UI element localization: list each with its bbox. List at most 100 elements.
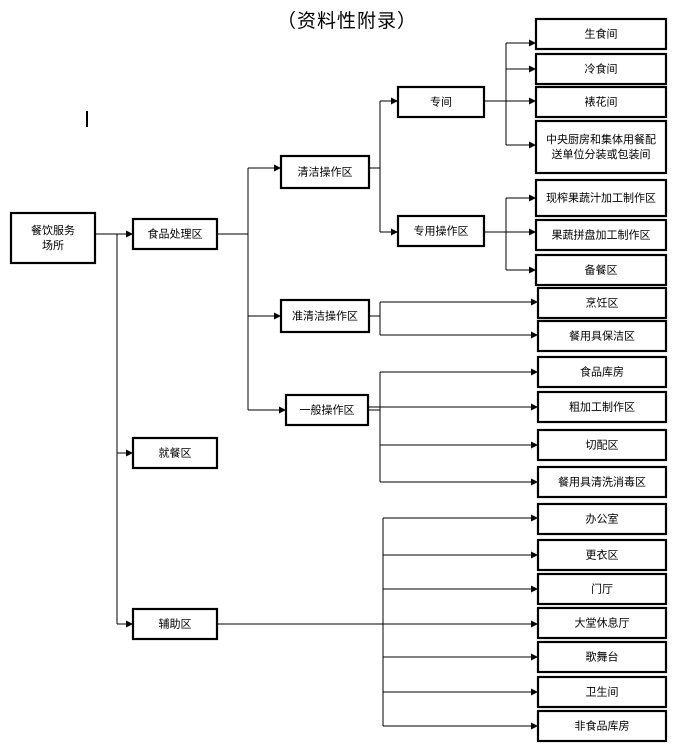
node-box	[279, 154, 371, 190]
node-box	[536, 538, 668, 572]
connector-general-op-arrowhead	[279, 406, 286, 414]
node-box	[536, 355, 668, 389]
connector-prep-area-arrowhead	[529, 266, 536, 274]
node-box	[396, 85, 486, 119]
node-label: 餐用具清洗消毒区	[558, 475, 646, 489]
connector-food-storage-arrowhead	[531, 368, 538, 376]
234-arrowhead	[126, 230, 133, 238]
node-label: 中央厨房和集体用餐配	[546, 132, 656, 146]
node-cooking-area: 烹饪区	[536, 286, 668, 320]
node-box	[131, 436, 219, 470]
text-cursor	[86, 111, 88, 127]
node-box	[536, 502, 668, 536]
node-box	[536, 709, 668, 743]
page-title: （资料性附录）	[276, 10, 417, 32]
node-box	[534, 218, 668, 252]
node-label: 大堂休息厅	[575, 616, 630, 630]
node-box	[131, 217, 219, 251]
node-label: 果蔬拼盘加工制作区	[552, 228, 651, 242]
node-special-op: 专用操作区	[396, 214, 486, 248]
node-label: 就餐区	[159, 446, 192, 460]
connector-cutting-area-arrowhead	[531, 441, 538, 449]
node-label: 辅助区	[159, 617, 192, 631]
node-box	[536, 319, 668, 353]
node-label: 生食间	[585, 27, 618, 41]
node-label: 更衣区	[586, 548, 619, 562]
node-changing-room: 更衣区	[536, 538, 668, 572]
node-label: 场所	[42, 238, 64, 252]
node-label: 门厅	[591, 582, 613, 596]
node-juice-area: 现榨果蔬汁加工制作区	[534, 178, 668, 218]
node-box	[534, 52, 668, 86]
node-label: 切配区	[586, 439, 619, 452]
connector-fruit-platter-area-arrowhead	[529, 228, 536, 236]
connector-clean-op-arrowhead	[274, 164, 281, 172]
connector-juice-area-arrowhead	[529, 194, 536, 202]
node-box	[534, 119, 668, 175]
connector-lounge-arrowhead	[531, 620, 538, 628]
connector-changing-room-arrowhead	[531, 551, 538, 559]
node-box	[536, 675, 668, 709]
node-rough-processing: 粗加工制作区	[536, 390, 668, 424]
connector-lobby-arrowhead	[531, 585, 538, 593]
node-label: 粗加工制作区	[569, 401, 635, 414]
node-dining: 就餐区	[131, 436, 219, 470]
node-pastry-decor-room: 裱花间	[534, 85, 668, 119]
node-label: 专用操作区	[414, 224, 469, 238]
node-label: 卫生间	[586, 685, 619, 699]
node-label: 准清洁操作区	[292, 309, 358, 323]
node-raw-food-room: 生食间	[534, 17, 668, 51]
connector-raw-food-room-arrowhead	[529, 39, 536, 47]
node-box	[534, 85, 668, 119]
node-food-storage: 食品库房	[536, 355, 668, 389]
node-special-room: 专间	[396, 85, 486, 119]
node-utensil-clean-area: 餐用具保洁区	[536, 319, 668, 353]
connector-pastry-decor-room-arrowhead	[529, 97, 536, 105]
node-label: 歌舞台	[586, 650, 619, 664]
node-label: 办公室	[586, 512, 619, 526]
node-nonfood-storage: 非食品库房	[536, 709, 668, 743]
node-box	[536, 428, 668, 462]
node-label: 餐用具保洁区	[569, 329, 635, 343]
connector-restroom-arrowhead	[531, 688, 538, 696]
node-restroom: 卫生间	[536, 675, 668, 709]
node-box	[9, 211, 97, 265]
connector-root-auxiliary-arrowhead	[126, 620, 133, 628]
connector-rough-processing-arrowhead	[531, 403, 538, 411]
connector-stage-arrowhead	[531, 653, 538, 661]
node-box	[536, 465, 668, 499]
connector-special-room-arrowhead	[391, 97, 398, 105]
node-label: 食品处理区	[148, 227, 203, 241]
node-lobby: 门厅	[536, 572, 668, 606]
node-cold-food-room: 冷食间	[534, 52, 668, 86]
connector-root-dining-arrowhead	[126, 449, 133, 457]
node-label: 餐饮服务	[31, 223, 75, 237]
node-box	[536, 286, 668, 320]
connector-semi-clean-op-arrowhead	[274, 312, 281, 320]
node-label: 一般操作区	[300, 403, 355, 417]
node-box	[536, 640, 668, 674]
connector-utensil-wash-area-arrowhead	[531, 478, 538, 486]
connector-special-op-arrowhead	[391, 228, 398, 236]
node-semi-clean-op: 准清洁操作区	[279, 298, 371, 334]
node-fruit-platter-area: 果蔬拼盘加工制作区	[534, 218, 668, 252]
node-box	[536, 606, 668, 640]
connector-office-arrowhead	[531, 514, 538, 522]
node-label: 清洁操作区	[298, 165, 353, 179]
node-box	[536, 390, 668, 424]
connector-nonfood-storage-arrowhead	[531, 722, 538, 730]
node-lounge: 大堂休息厅	[536, 606, 668, 640]
connector-utensil-clean-area-arrowhead	[531, 331, 538, 339]
node-box	[284, 393, 370, 427]
node-auxiliary: 辅助区	[131, 607, 219, 641]
node-label: 烹饪区	[586, 296, 619, 310]
node-box	[279, 298, 371, 334]
node-prep-area: 备餐区	[534, 253, 668, 287]
node-label: 冷食间	[585, 62, 618, 76]
connector-cold-food-room-arrowhead	[529, 65, 536, 73]
node-label: 送单位分装或包装间	[552, 147, 651, 161]
node-box	[536, 572, 668, 606]
node-box	[131, 607, 219, 641]
